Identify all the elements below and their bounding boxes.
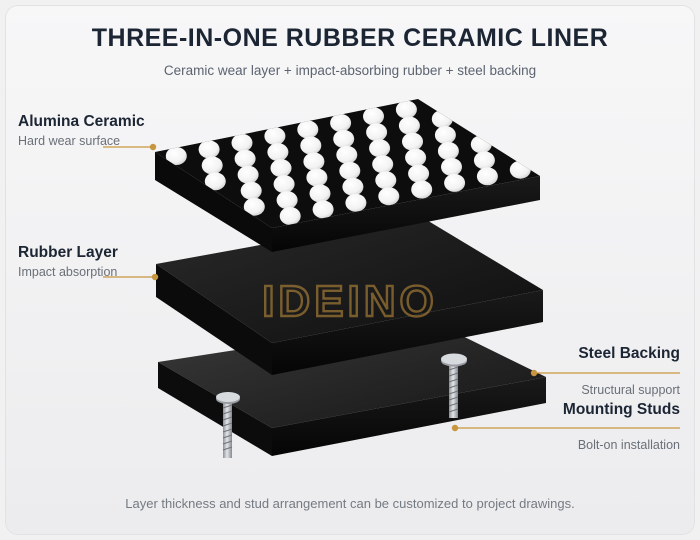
ceramic-dot: [336, 145, 358, 164]
steel-backing-layer: [158, 320, 546, 456]
ceramic-dot: [204, 172, 226, 191]
ceramic-dot: [237, 165, 259, 184]
ceramic-dot: [476, 167, 498, 186]
ceramic-dot: [198, 140, 220, 159]
ceramic-dot: [333, 129, 355, 148]
footer-note: Layer thickness and stud arrangement can…: [125, 496, 575, 511]
ceramic-dot: [330, 113, 352, 132]
ceramic-dot: [473, 151, 495, 170]
ceramic-dot: [201, 156, 223, 175]
ceramic-dot: [366, 123, 388, 142]
page-title: THREE-IN-ONE RUBBER CERAMIC LINER: [91, 24, 609, 52]
ceramic-dot: [300, 136, 322, 155]
rubber-layer: [156, 216, 543, 375]
ceramic-dot: [437, 142, 459, 160]
ceramic-dot: [378, 187, 400, 206]
ceramic-dot: [303, 152, 325, 171]
ceramic-dot: [375, 171, 397, 190]
ceramic-dot: [234, 149, 256, 168]
ceramic-dot: [279, 207, 301, 225]
ceramic-dot: [441, 157, 462, 176]
ceramic-dot: [231, 133, 253, 152]
ceramic-dot: [369, 139, 391, 158]
ceramic-dot: [395, 100, 417, 119]
ceramic-dot: [411, 180, 433, 199]
label-steel-backing: Steel Backing: [578, 345, 680, 362]
desc-alumina-ceramic: Hard wear surface: [18, 134, 121, 148]
alumina-ceramic-layer: [155, 99, 540, 252]
mounting-stud-right: [441, 353, 467, 418]
ceramic-dot: [312, 200, 334, 219]
ceramic-dot: [267, 143, 289, 162]
ceramic-dot: [297, 120, 319, 139]
ceramic-dot: [243, 197, 265, 216]
label-rubber-layer: Rubber Layer: [18, 244, 118, 261]
ceramic-dot: [273, 175, 295, 194]
ceramic-dot: [309, 184, 331, 203]
ceramic-dot: [264, 127, 286, 146]
ceramic-dot: [402, 132, 423, 151]
mounting-stud-left: [216, 392, 240, 458]
desc-mounting-studs: Bolt-on installation: [577, 438, 680, 452]
label-alumina-ceramic: Alumina Ceramic: [18, 113, 145, 130]
ceramic-dot: [431, 110, 453, 128]
ceramic-dot: [342, 177, 364, 196]
ceramic-dot: [408, 164, 430, 183]
ceramic-dot: [339, 161, 361, 180]
ceramic-dot: [405, 148, 427, 167]
ceramic-dot: [240, 181, 262, 200]
ceramic-dot: [434, 126, 456, 144]
ceramic-dot: [444, 173, 466, 192]
ceramic-dot: [372, 155, 394, 174]
leader-lines: [103, 143, 680, 432]
ceramic-dot: [509, 160, 531, 179]
ceramic-dot: [363, 107, 384, 126]
ceramic-dot: [165, 147, 187, 165]
desc-steel-backing: Structural support: [581, 383, 680, 397]
ceramic-dot: [470, 135, 492, 154]
ceramic-dot: [276, 191, 298, 210]
ceramic-dot: [345, 193, 367, 212]
ceramic-dot: [270, 159, 292, 178]
watermark-logo: IDEINO: [262, 277, 438, 326]
desc-rubber-layer: Impact absorption: [18, 265, 118, 279]
label-mounting-studs: Mounting Studs: [562, 401, 680, 418]
ceramic-dot: [306, 168, 328, 187]
page-subtitle: Ceramic wear layer + impact-absorbing ru…: [163, 63, 537, 78]
ceramic-dot: [398, 116, 420, 135]
